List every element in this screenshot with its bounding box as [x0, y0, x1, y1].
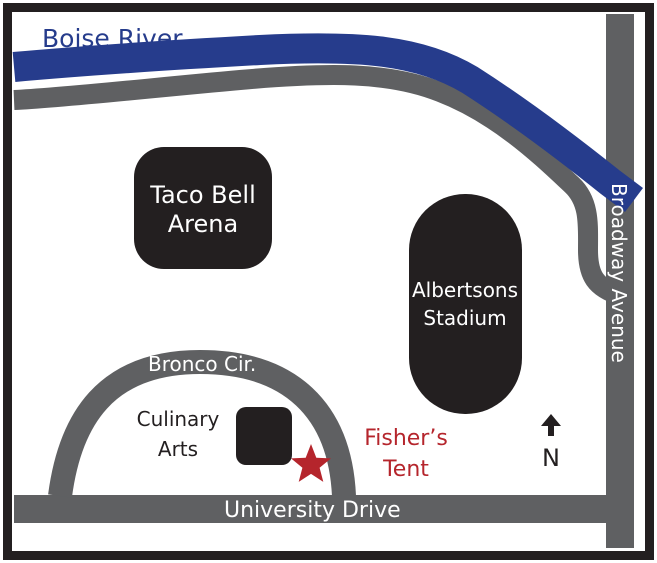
fishers-tent-label: Fisher’s [364, 426, 448, 451]
taco-bell-arena-label-line2: Arena [168, 210, 238, 238]
albertsons-stadium-label-line2: Stadium [423, 306, 506, 330]
broadway-avenue-label: Broadway Avenue [607, 183, 631, 363]
north-arrow-icon [541, 414, 561, 436]
bronco-circle-label: Bronco Cir. [148, 352, 256, 376]
culinary-arts-label-line2: Arts [158, 437, 198, 461]
university-drive-label: University Drive [224, 498, 401, 523]
culinary-arts-label: Culinary [137, 407, 220, 431]
bronco-circle-road [48, 350, 356, 498]
taco-bell-arena-label: Taco Bell [149, 181, 255, 209]
boise-river-label: Boise River [42, 24, 183, 53]
boise-river [12, 33, 643, 212]
taco-bell-arena [134, 147, 272, 269]
map-frame [3, 3, 654, 560]
albertsons-stadium [409, 194, 522, 414]
culinary-arts-building [236, 407, 292, 465]
albertsons-stadium-label: Albertsons [412, 278, 518, 302]
north-label: N [542, 444, 560, 472]
star-icon [291, 444, 331, 482]
riverside-road [13, 65, 626, 306]
fishers-tent-label-line2: Tent [382, 457, 429, 482]
